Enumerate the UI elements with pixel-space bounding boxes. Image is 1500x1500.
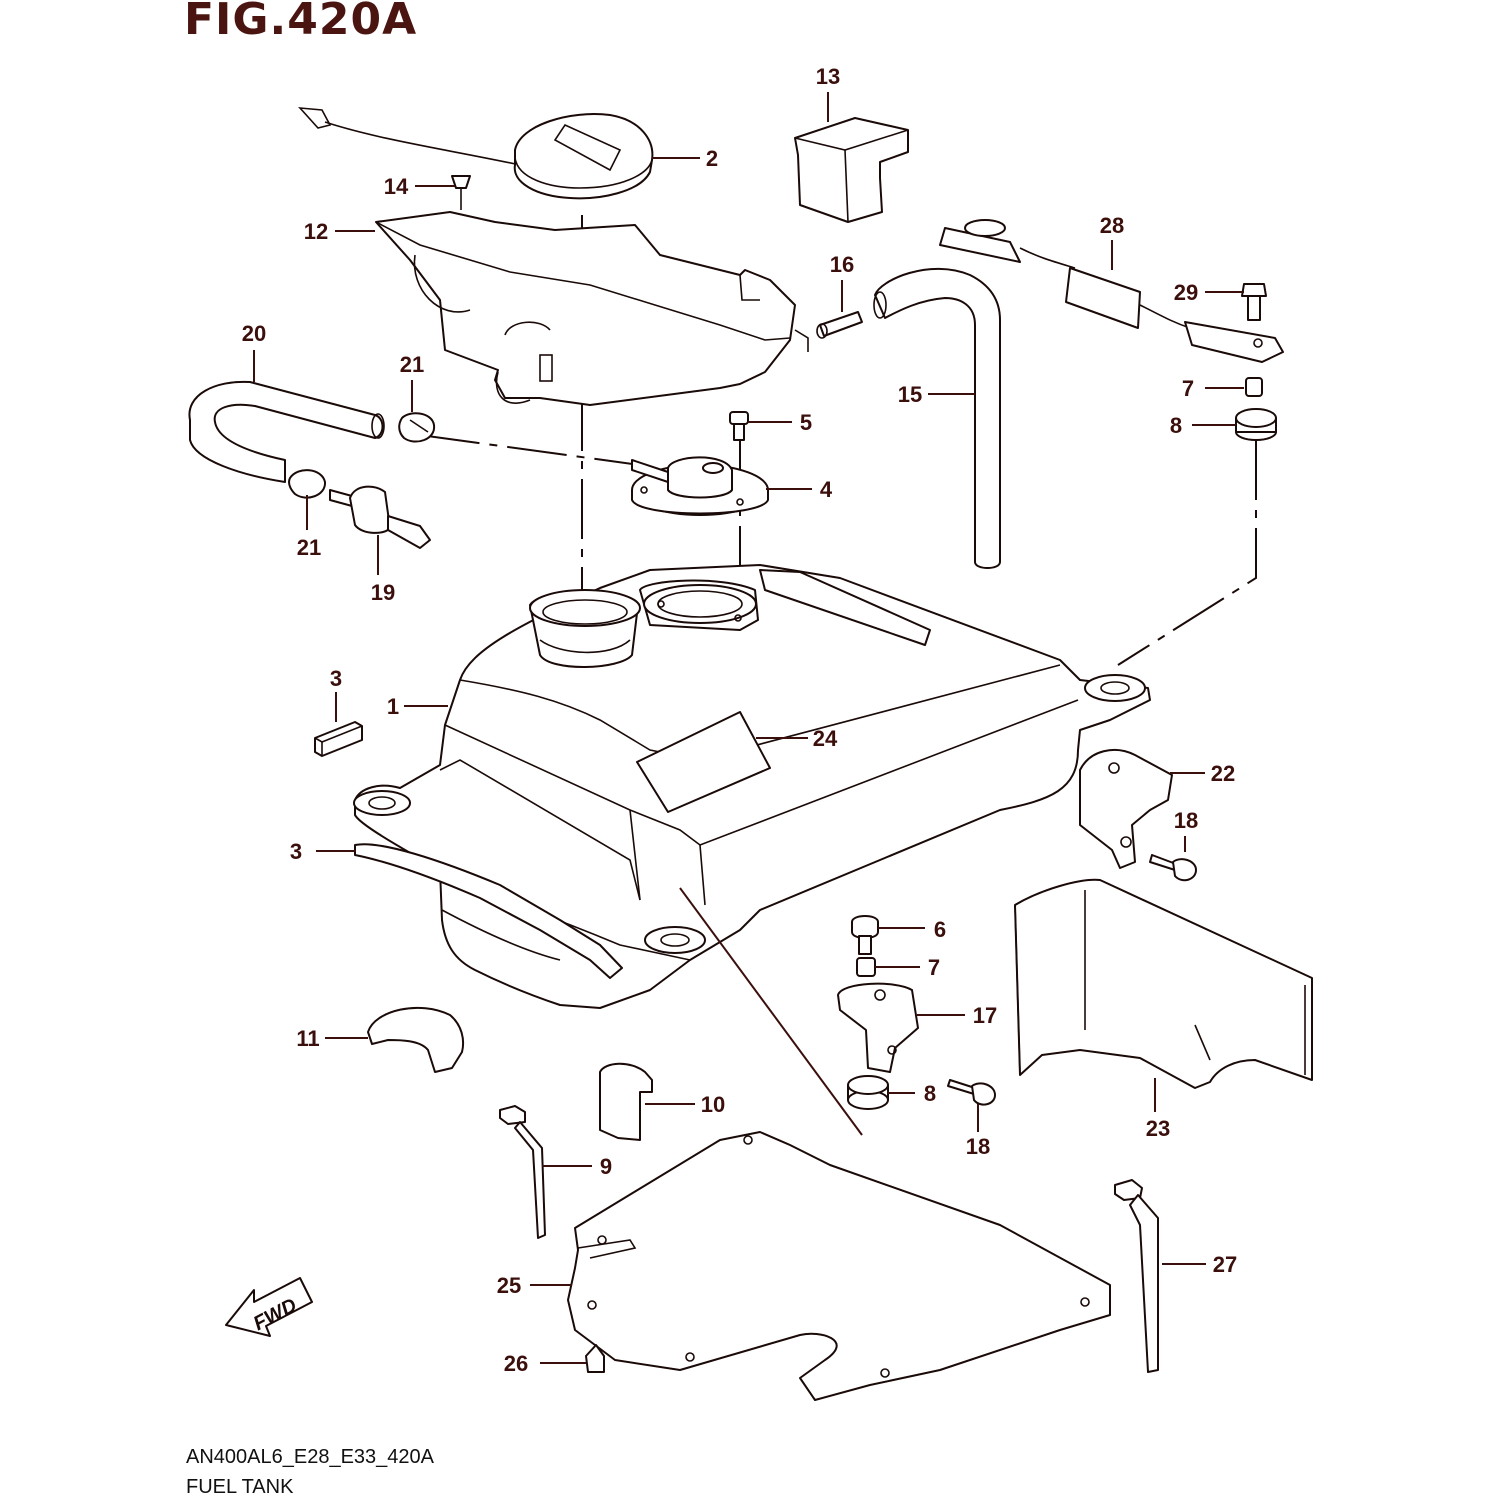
callout-9: 9 (600, 1154, 612, 1179)
part-25-under-cover (567, 1131, 1111, 1401)
callout-20: 20 (242, 321, 266, 346)
callout-8-lower: 8 (924, 1081, 936, 1106)
callout-1: 1 (387, 694, 399, 719)
part-28-cable (939, 219, 1284, 363)
part-13-cover (794, 117, 909, 223)
part-9-tie (499, 1105, 546, 1239)
callout-11: 11 (296, 1026, 319, 1051)
part-5-bolt (729, 411, 749, 441)
callout-2: 2 (706, 146, 718, 171)
part-2-fuel-cap (298, 107, 654, 200)
part-1-fuel-tank (353, 564, 1151, 1009)
fwd-arrow-icon: FWD (225, 1277, 313, 1337)
part-15-hose (873, 267, 1001, 569)
part-12-tray (375, 211, 809, 406)
assembly-guide-line (679, 887, 863, 1136)
callout-25: 25 (497, 1273, 521, 1298)
part-20-hose (188, 380, 385, 483)
callout-3-small-strip: 3 (330, 666, 342, 691)
callout-3-long-strip: 3 (290, 839, 302, 864)
part-21-clamp-upper (398, 412, 436, 443)
part-11-cushion (367, 1006, 465, 1073)
callout-labels: 1 2 3 3 4 5 6 7 7 8 8 9 10 11 12 13 14 1… (242, 64, 1237, 1376)
callout-24: 24 (813, 726, 838, 751)
part-23-panel (1014, 878, 1313, 1089)
callout-18-upper: 18 (1174, 808, 1198, 833)
part-27-tie (1114, 1179, 1159, 1373)
part-7-collar-top (1245, 377, 1263, 397)
part-14-clip (451, 175, 471, 210)
callout-16: 16 (830, 252, 854, 277)
part-29-bolt (1241, 283, 1267, 321)
callout-6: 6 (934, 917, 946, 942)
part-4-fuel-pump (631, 456, 769, 516)
part-8-grommet-lower (847, 1075, 889, 1110)
part-7-collar-lower (856, 957, 876, 977)
diagram-name: FUEL TANK (186, 1476, 294, 1498)
part-3-strip-long (354, 843, 623, 979)
part-26-clip (585, 1344, 605, 1373)
callout-21-lower: 21 (297, 535, 321, 560)
part-17-bracket (837, 982, 919, 1073)
part-10-clip (599, 1062, 653, 1141)
callout-22: 22 (1211, 761, 1235, 786)
callout-29: 29 (1174, 280, 1198, 305)
callout-5: 5 (800, 410, 812, 435)
callout-18-lower: 18 (966, 1134, 990, 1159)
leader-lines (253, 92, 1244, 1364)
part-3-strip-small (314, 721, 363, 757)
part-16-fitting (816, 311, 863, 339)
callout-23: 23 (1146, 1116, 1170, 1141)
diagram-code: AN400AL6_E28_E33_420A (186, 1446, 434, 1468)
callout-15: 15 (898, 382, 922, 407)
figure-title: FIG.420A (184, 0, 418, 45)
part-22-bracket (1079, 749, 1173, 869)
callout-17: 17 (973, 1003, 997, 1028)
callout-14: 14 (384, 174, 409, 199)
part-8-grommet-top (1235, 408, 1277, 441)
part-19-filter (329, 485, 431, 549)
callout-7-upper: 7 (1182, 376, 1194, 401)
part-6-bolt (851, 915, 879, 955)
callout-21-upper: 21 (400, 352, 424, 377)
part-18-bolt-lower (947, 1079, 996, 1106)
callout-27: 27 (1213, 1252, 1237, 1277)
callout-7-lower: 7 (928, 955, 940, 980)
callout-13: 13 (816, 64, 840, 89)
callout-10: 10 (701, 1092, 725, 1117)
callout-26: 26 (504, 1351, 528, 1376)
callout-19: 19 (371, 580, 395, 605)
part-21-clamp-lower (288, 469, 327, 499)
part-18-bolt-upper (1149, 854, 1197, 882)
callout-8-upper: 8 (1170, 413, 1182, 438)
callout-28: 28 (1100, 213, 1124, 238)
callout-12: 12 (304, 219, 328, 244)
callout-4: 4 (820, 477, 833, 502)
